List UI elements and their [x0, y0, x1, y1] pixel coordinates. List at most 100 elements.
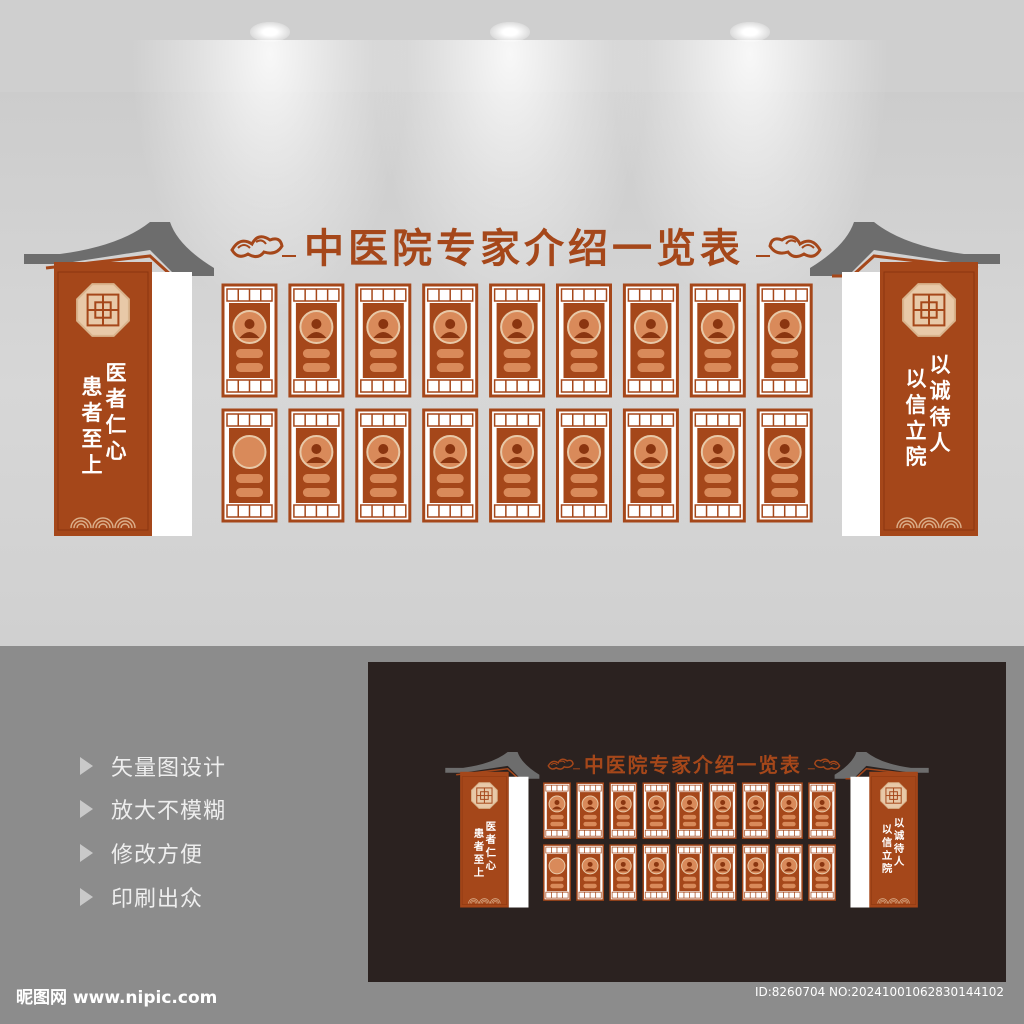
wave-arc [902, 523, 912, 529]
info-pill [782, 821, 796, 827]
wave-arc [482, 901, 487, 904]
info-pill [682, 883, 697, 889]
name-pill [570, 349, 598, 358]
doctor-avatar-icon [817, 806, 828, 810]
info-pill [749, 821, 763, 827]
feature-label: 矢量图设计 [111, 756, 227, 781]
info-pill [649, 883, 664, 889]
wave-arc [492, 901, 498, 904]
doctor-avatar-icon [779, 444, 790, 454]
white-wall-strip [842, 272, 882, 536]
doctor-frame [708, 782, 737, 839]
doctor-frame [741, 782, 770, 839]
feature-label: 修改方便 [111, 843, 204, 868]
doctor-avatar-icon [653, 800, 659, 805]
info-pill [715, 821, 730, 827]
wave-arc [480, 899, 489, 904]
doctor-frame [775, 844, 803, 901]
doctor-avatar-icon [620, 861, 626, 867]
banner-inner-border [461, 776, 507, 905]
name-pill [771, 474, 799, 483]
avatar-circle [548, 857, 566, 875]
name-pill [815, 814, 829, 820]
doctor-avatar-icon [552, 806, 562, 810]
wave-pattern [70, 517, 136, 529]
motto-char: 仁 [106, 412, 127, 437]
wave-arc [878, 899, 887, 904]
name-pill [503, 474, 531, 483]
doctor-avatar-icon [717, 868, 728, 872]
image-id: ID:8260704 NO:20241001062830144102 [754, 985, 1004, 999]
motto-char: 人 [894, 855, 905, 868]
cloud-scroll-icon [807, 758, 841, 770]
wave-arc [946, 523, 956, 529]
wave-arc [877, 898, 888, 904]
doctor-avatar-icon [574, 457, 594, 463]
motto-char: 心 [106, 438, 127, 463]
doctor-avatar-icon [774, 457, 795, 463]
info-pill [815, 883, 829, 889]
motto-char: 患 [82, 374, 103, 399]
doctor-frame [556, 408, 612, 523]
info-pill [436, 488, 464, 497]
doctor-avatar-icon [306, 332, 327, 338]
doctor-avatar-icon [244, 319, 255, 329]
wave-arc [491, 899, 500, 904]
info-pill [302, 363, 330, 372]
info-pill [715, 883, 730, 889]
lattice-rosette-icon [76, 283, 130, 337]
motto-char: 医 [106, 360, 127, 385]
name-pill [570, 474, 598, 483]
wave-arc [117, 520, 133, 529]
doctor-frame [642, 844, 671, 901]
lattice-rosette-icon [902, 283, 956, 337]
wave-pattern [468, 898, 501, 904]
motto-char: 至 [82, 426, 103, 451]
doctor-avatar-icon [587, 861, 593, 867]
doctor-frame [808, 844, 836, 901]
name-pill [771, 349, 799, 358]
cloud-scroll-icon [756, 235, 822, 259]
name-pill [815, 876, 829, 882]
name-pill [749, 876, 763, 882]
doctor-frame [775, 782, 803, 839]
motto-char: 患 [474, 827, 485, 840]
play-triangle-icon [80, 800, 93, 818]
motto-char: 者 [485, 833, 497, 846]
spotlight-icon [250, 22, 290, 42]
wave-arc [899, 520, 915, 529]
wave-arc [940, 517, 962, 529]
doctor-grid [221, 283, 813, 523]
wave-arc [114, 517, 136, 529]
name-pill [704, 474, 732, 483]
doctor-avatar-icon [750, 868, 761, 872]
doctor-avatar-icon [440, 332, 461, 338]
doctor-avatar-icon [585, 868, 596, 872]
info-pill [302, 488, 330, 497]
doctor-avatar-icon [585, 806, 596, 810]
doctor-frame [609, 844, 638, 901]
info-pill [649, 821, 664, 827]
feature-item: 矢量图设计 [80, 751, 226, 781]
wave-arc [900, 899, 909, 904]
name-pill [749, 814, 763, 820]
info-pill [815, 821, 829, 827]
white-wall-strip [508, 776, 529, 908]
site-watermark: 昵图网 www.nipic.com [16, 988, 218, 1008]
page-title: 中医院专家介绍一览表 [584, 753, 802, 777]
name-pill [782, 814, 796, 820]
info-pill [771, 488, 799, 497]
name-pill [550, 814, 564, 820]
doctor-avatar-icon [651, 806, 662, 810]
doctor-frame [756, 408, 813, 523]
motto-char: 者 [82, 400, 103, 425]
motto-char: 至 [474, 854, 485, 866]
wave-arc [918, 517, 940, 529]
cloud-curl [230, 235, 284, 259]
info-pill [637, 488, 665, 497]
doctor-avatar-icon [311, 319, 322, 329]
name-pill [436, 474, 464, 483]
info-pill [369, 363, 397, 372]
doctor-avatar-icon [378, 444, 389, 454]
board-title: 中医院专家介绍一览表 [230, 225, 822, 272]
